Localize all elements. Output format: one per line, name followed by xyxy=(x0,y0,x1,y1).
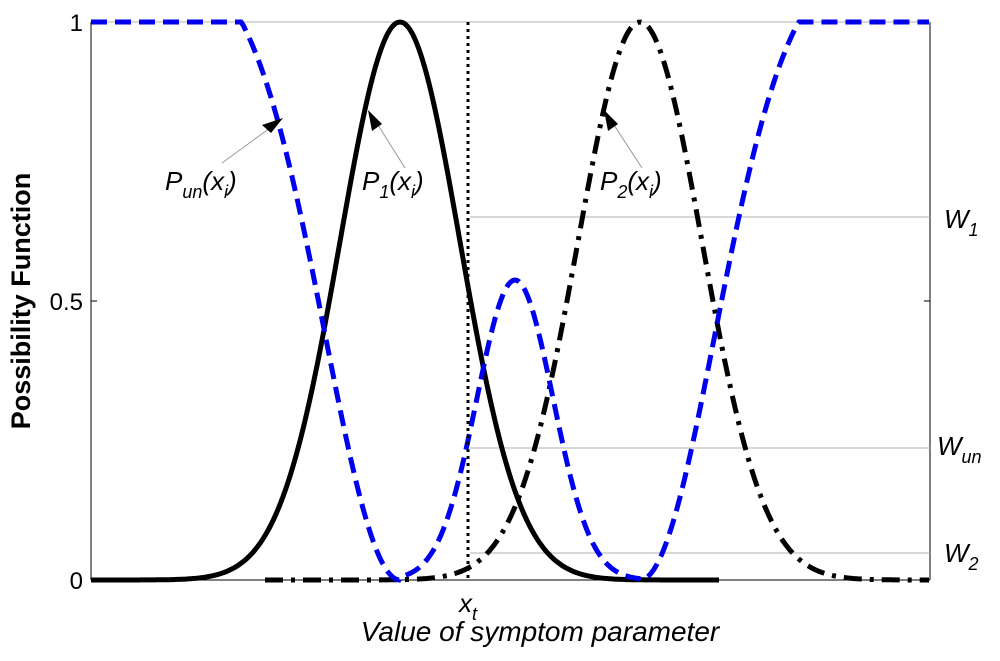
pun-arrowhead xyxy=(262,118,283,133)
series-line-p1 xyxy=(91,19,719,583)
p1-arrowhead xyxy=(368,110,382,131)
pun-label: Pun(xi) xyxy=(165,166,237,202)
series-line-p2 xyxy=(265,19,929,583)
x-axis-label: Value of symptom parameter xyxy=(361,616,721,647)
wun-label: Wun xyxy=(937,431,982,467)
y-tick-label-0.5: 0.5 xyxy=(50,289,83,316)
p2-arrow-line xyxy=(613,124,643,169)
p1-label: P1(xi) xyxy=(362,166,424,202)
series-line-pun xyxy=(91,19,929,583)
p1-arrow-line xyxy=(377,124,406,169)
w2-label: W2 xyxy=(944,538,979,574)
w1-label: W1 xyxy=(944,204,979,240)
y-tick-label-0: 0 xyxy=(70,568,83,595)
pun-arrow-line xyxy=(221,127,271,164)
p2-arrowhead xyxy=(604,110,618,131)
p2-label: P2(xi) xyxy=(600,166,662,202)
y-axis-label: Possibility Function xyxy=(6,173,36,430)
xt-label: xt xyxy=(457,588,478,624)
y-tick-label-1: 1 xyxy=(70,10,83,37)
